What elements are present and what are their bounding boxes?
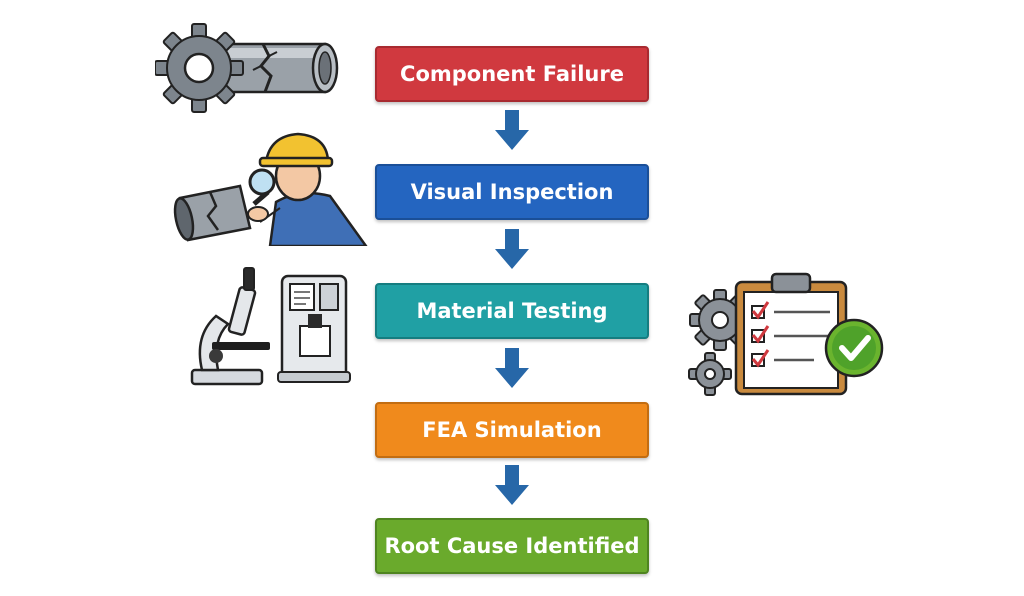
step-label: Root Cause Identified	[384, 534, 640, 558]
arrow-down-icon	[495, 348, 529, 388]
cracked-pipe-icon	[223, 42, 339, 94]
step-label: Material Testing	[416, 299, 608, 323]
step-label: FEA Simulation	[422, 418, 602, 442]
lab-equipment-illustration	[190, 267, 351, 386]
clipboard-checklist-icon	[734, 272, 848, 396]
step-root-cause-identified: Root Cause Identified	[375, 518, 649, 574]
inspector-illustration	[173, 132, 368, 246]
step-component-failure: Component Failure	[375, 46, 649, 102]
inspector-with-magnifier-icon	[247, 132, 368, 246]
damaged-pipe-icon	[173, 184, 252, 242]
step-material-testing: Material Testing	[375, 283, 649, 339]
gear-icon	[155, 23, 244, 113]
checkmark-badge-icon	[824, 318, 884, 378]
arrow-down-icon	[495, 110, 529, 150]
step-visual-inspection: Visual Inspection	[375, 164, 649, 220]
gear-cracked-pipe-illustration	[155, 23, 339, 113]
microscope-icon	[190, 267, 270, 386]
testing-machine-icon	[277, 274, 351, 383]
arrow-down-icon	[495, 229, 529, 269]
arrow-down-icon	[495, 465, 529, 505]
step-label: Component Failure	[400, 62, 624, 86]
checklist-illustration	[688, 272, 884, 396]
step-fea-simulation: FEA Simulation	[375, 402, 649, 458]
step-label: Visual Inspection	[410, 180, 614, 204]
